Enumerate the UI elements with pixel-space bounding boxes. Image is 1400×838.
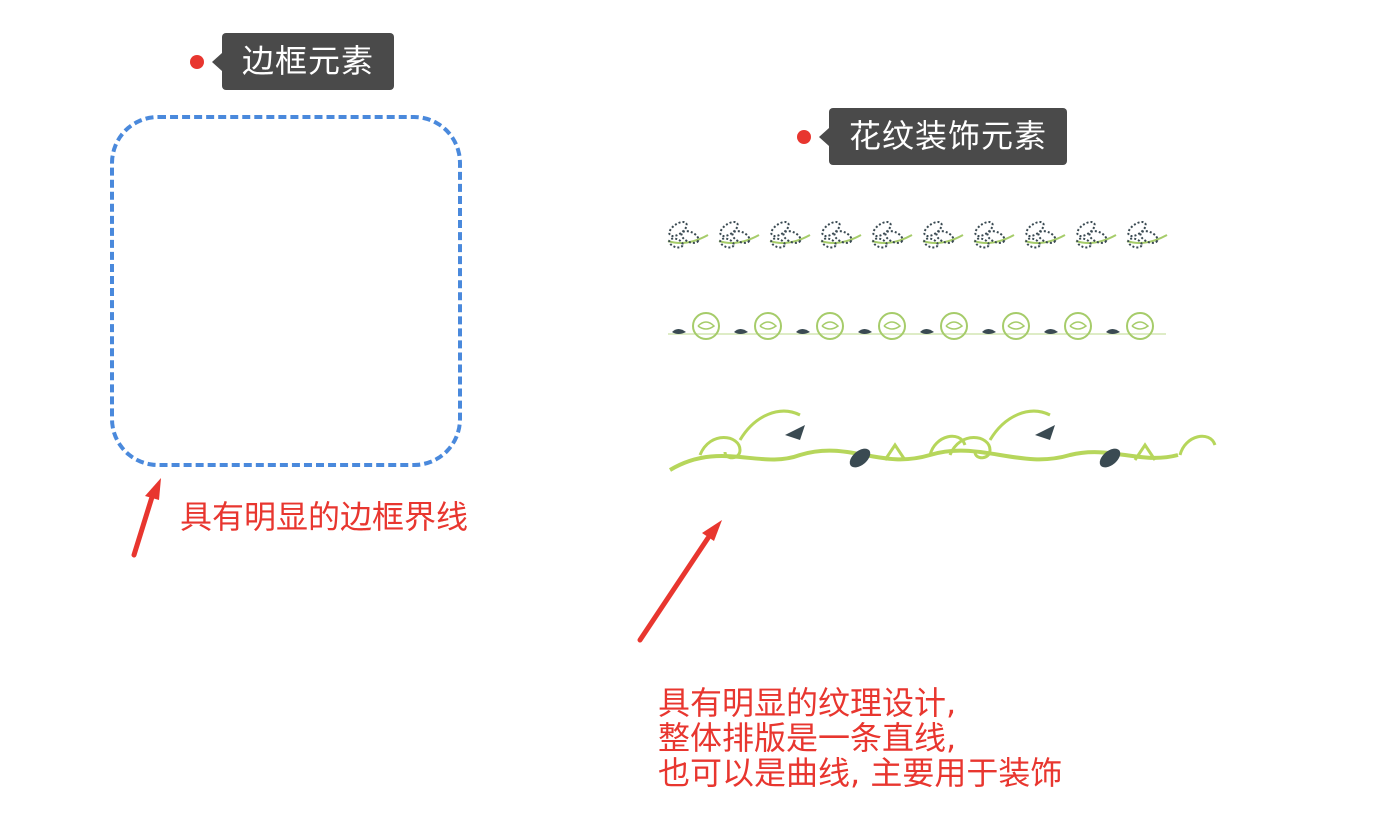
arrow-up-right-icon — [637, 520, 722, 643]
border-element-label: 边框元素 — [222, 33, 395, 90]
curly-vine-pattern-strip — [668, 409, 1217, 472]
pattern-note-line: 整体排版是一条直线, — [658, 719, 957, 758]
arrow-up-right-icon — [131, 478, 161, 558]
dashed-border-frame — [110, 115, 462, 467]
pattern-note-line: 也可以是曲线, 主要用于装饰 — [658, 754, 1063, 793]
border-element-tag: 边框元素 — [190, 33, 395, 90]
pattern-element-label: 花纹装饰元素 — [829, 108, 1068, 165]
border-note: 具有明显的边框界线 — [180, 498, 469, 536]
pattern-element-tag: 花纹装饰元素 — [797, 108, 1068, 165]
red-dot-icon — [190, 54, 204, 69]
pattern-note: 具有明显的纹理设计, 整体排版是一条直线, 也可以是曲线, 主要用于装饰 — [658, 684, 1063, 793]
red-dot-icon — [797, 129, 811, 144]
leaf-vine-pattern-strip — [667, 220, 1168, 249]
rose-bud-pattern-strip — [668, 312, 1166, 340]
pattern-note-line: 具有明显的纹理设计, — [658, 684, 957, 722]
